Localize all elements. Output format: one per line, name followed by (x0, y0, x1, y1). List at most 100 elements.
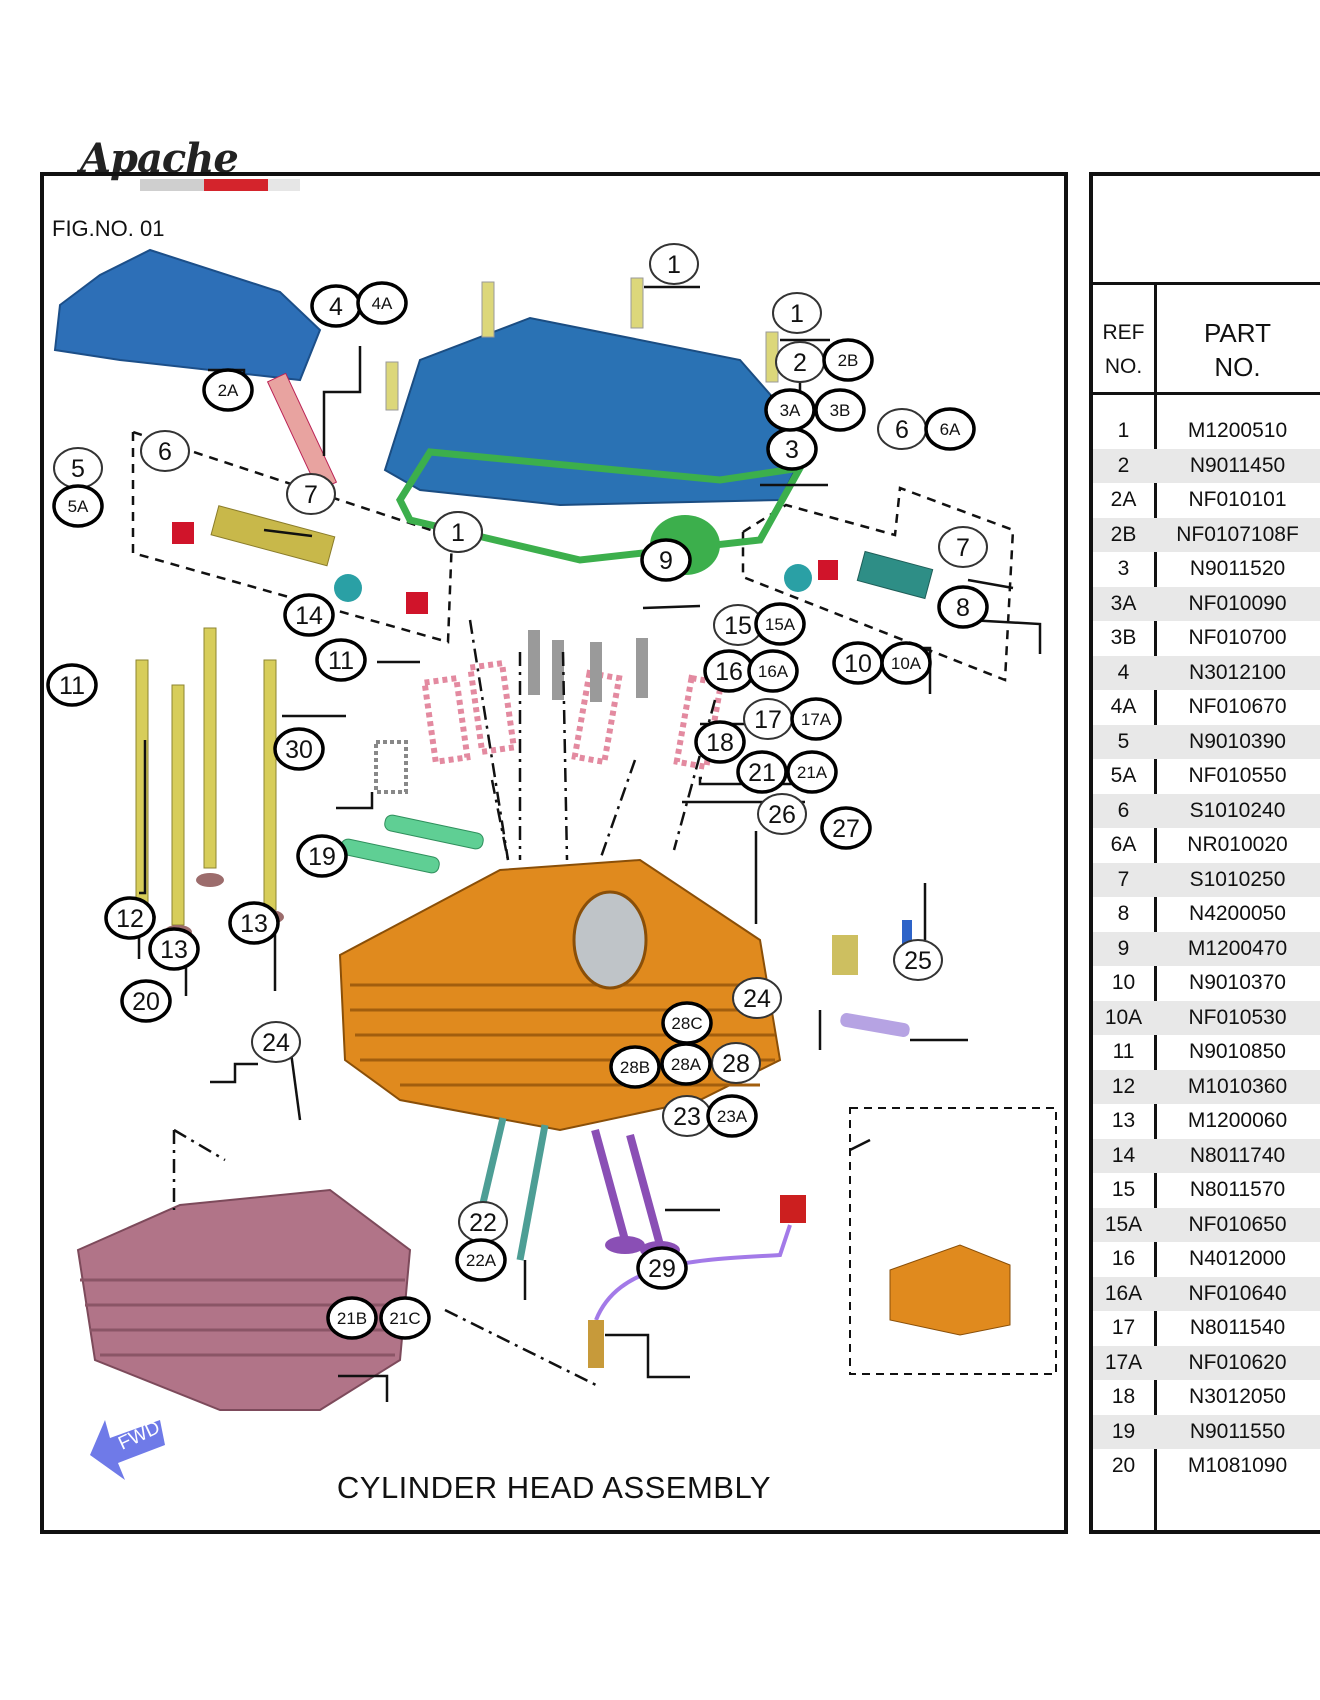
part-no-cell: S1010250 (1189, 867, 1286, 891)
valve-spring (466, 659, 518, 756)
part-no-cell: NF010640 (1188, 1281, 1287, 1305)
callout-22a: 22A (455, 1238, 507, 1282)
callout-7: 7 (286, 473, 336, 515)
ref-no-cell: 18 (1111, 1385, 1136, 1408)
callout-9: 9 (640, 538, 692, 582)
callout-bubble (893, 939, 943, 981)
rocker-cap (172, 522, 194, 544)
callout-28c: 28C (661, 1001, 713, 1045)
callout-1: 1 (649, 243, 699, 285)
bracket (832, 935, 858, 975)
header-ref-no: REF NO. (1093, 316, 1154, 384)
intake-valve-head (605, 1236, 645, 1254)
callout-bubble (938, 526, 988, 568)
oil-bolt (840, 1012, 910, 1038)
callout-28a: 28A (660, 1042, 712, 1086)
header-part-line2: NO. (1214, 352, 1261, 382)
callout-bubble (814, 388, 866, 432)
callout-bubble (609, 1045, 661, 1089)
ref-no-cell: 10A (1104, 1005, 1143, 1029)
callout-label: 23 (673, 1103, 701, 1131)
valve-spring (571, 669, 623, 766)
callout-bubble (433, 511, 483, 553)
callout-label: 28A (671, 1055, 702, 1074)
callout-bubble (379, 1296, 431, 1340)
callout-label: 1 (667, 251, 681, 279)
part-no-cell: NF010700 (1188, 626, 1287, 649)
callout-12: 12 (104, 896, 156, 940)
part-no-cell: N9011450 (1189, 453, 1286, 477)
dowel-pin (384, 814, 484, 850)
head-bolt (552, 640, 564, 700)
callout-11: 11 (46, 663, 98, 707)
ref-no-cell: 7 (1117, 867, 1130, 891)
callout-label: 29 (648, 1255, 676, 1283)
callout-bubble (736, 750, 788, 794)
ref-no-cell: 8 (1117, 902, 1130, 925)
rocker-arm-left (210, 505, 336, 567)
callout-5: 5 (53, 447, 103, 489)
part-no-cell: M1081090 (1187, 1454, 1288, 1477)
intake-valve (591, 1128, 629, 1242)
ref-no-cell: 3A (1110, 591, 1137, 615)
callout-bubble (326, 1296, 378, 1340)
breather-spring (374, 740, 408, 794)
figure-title: CYLINDER HEAD ASSEMBLY (336, 1470, 772, 1505)
part-no-cell: NR010020 (1187, 833, 1288, 856)
cover-bolt (385, 361, 399, 411)
callout-label: 3A (780, 401, 801, 420)
callout-23a: 23A (706, 1094, 758, 1138)
callout-label: 10 (844, 650, 872, 678)
callout-8: 8 (937, 585, 989, 629)
ref-no-cell: 2 (1117, 453, 1130, 477)
callout-bubble (455, 1238, 507, 1282)
part-no-cell: NF0107108F (1176, 522, 1299, 546)
valve-spring (421, 674, 471, 766)
callout-bubble (790, 697, 842, 741)
callout-10: 10 (832, 641, 884, 685)
callout-label: 22 (469, 1209, 497, 1237)
rocker-cap (406, 592, 428, 614)
ref-no-cell: 17 (1111, 1316, 1136, 1339)
callout-bubble (356, 281, 408, 325)
callout-19: 19 (296, 834, 348, 878)
callout-label: 16A (758, 662, 789, 681)
part-no-cell: M1200060 (1187, 1109, 1288, 1132)
exhaust-valve (516, 1124, 549, 1261)
callout-label: 23A (717, 1107, 748, 1126)
callout-bubble (757, 793, 807, 835)
callout-18: 18 (694, 720, 746, 764)
header-part-no: PART NO. (1154, 316, 1320, 384)
ref-no-cell: 15 (1111, 1178, 1136, 1201)
callout-bubble (148, 927, 200, 971)
ref-no-cell: 4 (1117, 660, 1130, 684)
parts-table: C REF NO. PART NO. 1M12005102N90114502AN… (1089, 172, 1320, 1534)
rocker-cap (818, 560, 838, 580)
callout-bubble (296, 834, 348, 878)
head-bolt (528, 630, 540, 695)
callout-bubble (661, 1001, 713, 1045)
callout-label: 17 (754, 706, 782, 734)
callout-3a: 3A (764, 388, 816, 432)
rocker-arm-right (856, 550, 934, 600)
part-no-cell: N9011520 (1189, 557, 1286, 580)
callout-label: 21C (389, 1309, 420, 1328)
callout-label: 28C (671, 1014, 702, 1033)
callout-2a: 2A (202, 368, 254, 412)
callout-label: 2 (793, 349, 807, 377)
callout-14: 14 (283, 593, 335, 637)
ref-no-cell: 2A (1110, 488, 1137, 511)
callout-bubble (880, 641, 932, 685)
callout-17: 17 (743, 698, 793, 740)
valve-port (572, 890, 648, 990)
ref-no-cell: 1 (1117, 419, 1130, 442)
callout-label: 19 (308, 843, 336, 871)
callout-label: 18 (706, 729, 734, 757)
